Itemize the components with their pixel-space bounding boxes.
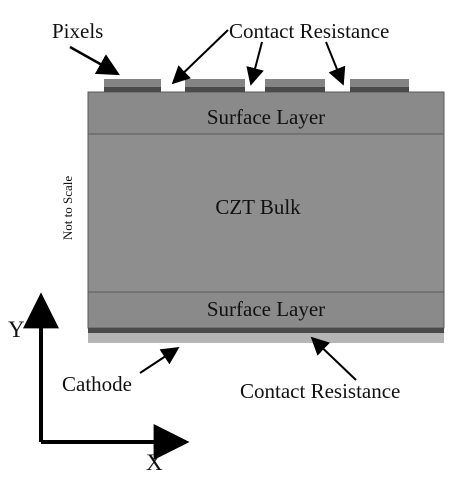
cathode-arrow — [139, 347, 180, 374]
surface-layer-bottom — [87, 291, 445, 329]
bulk-label: CZT Bulk — [215, 195, 301, 219]
cathode-contact — [88, 333, 444, 343]
contact-resistance-arrow-2 — [246, 41, 264, 86]
contact-resistance-bottom-arrow — [310, 336, 357, 381]
pixel-1 — [104, 79, 161, 92]
cathode-label: Cathode — [62, 372, 132, 396]
czt-bulk — [87, 133, 445, 293]
y-axis-label: Y — [8, 317, 25, 342]
scale-note-label: Not to Scale — [60, 176, 75, 240]
surface-layer-top-label: Surface Layer — [207, 105, 325, 129]
surface-layer-top — [87, 91, 445, 135]
contact-resistance-bottom-label: Contact Resistance — [240, 379, 400, 403]
surface-layer-bottom-label: Surface Layer — [207, 297, 325, 321]
x-axis-label: X — [146, 450, 163, 475]
pixel-2 — [185, 79, 245, 92]
cathode-contact-resistance — [88, 328, 444, 333]
pixels-arrow — [69, 45, 120, 76]
pixel-4 — [350, 79, 409, 92]
pixel-3 — [265, 79, 325, 92]
contact-resistance-arrow-1 — [171, 29, 229, 85]
pixels-label: Pixels — [52, 19, 103, 43]
contact-resistance-top-label: Contact Resistance — [229, 19, 389, 43]
contact-resistance-arrow-3 — [325, 41, 346, 86]
